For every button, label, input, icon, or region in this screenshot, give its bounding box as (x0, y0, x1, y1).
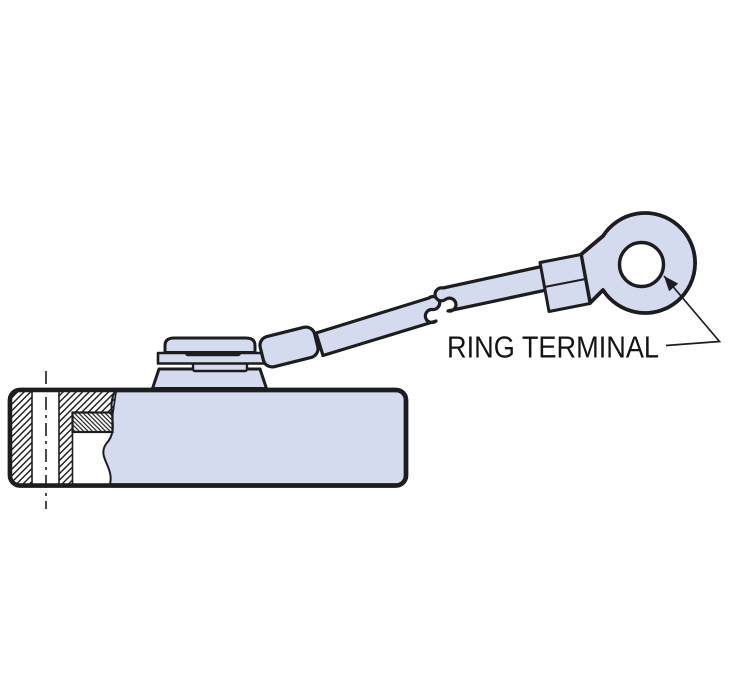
stud-cap (163, 336, 257, 354)
ring-hole (617, 240, 666, 289)
wire-lead (258, 262, 560, 369)
section-hatch-left-wall (11, 391, 33, 485)
ring-terminal-label: RING TERMINAL (447, 330, 659, 365)
label-leader-line (663, 275, 722, 347)
section-nut-crosshatch (71, 411, 114, 434)
ring-terminal (538, 211, 697, 315)
wire-boot (258, 325, 320, 369)
mounting-base-section (7, 371, 409, 509)
callout: RING TERMINAL (447, 275, 722, 365)
terminal-stud (151, 336, 279, 390)
crimp-barrel-line (544, 278, 586, 288)
wire-segment-near (314, 294, 442, 358)
wire-segment-far (433, 262, 560, 313)
break-line-wavy (102, 391, 118, 485)
